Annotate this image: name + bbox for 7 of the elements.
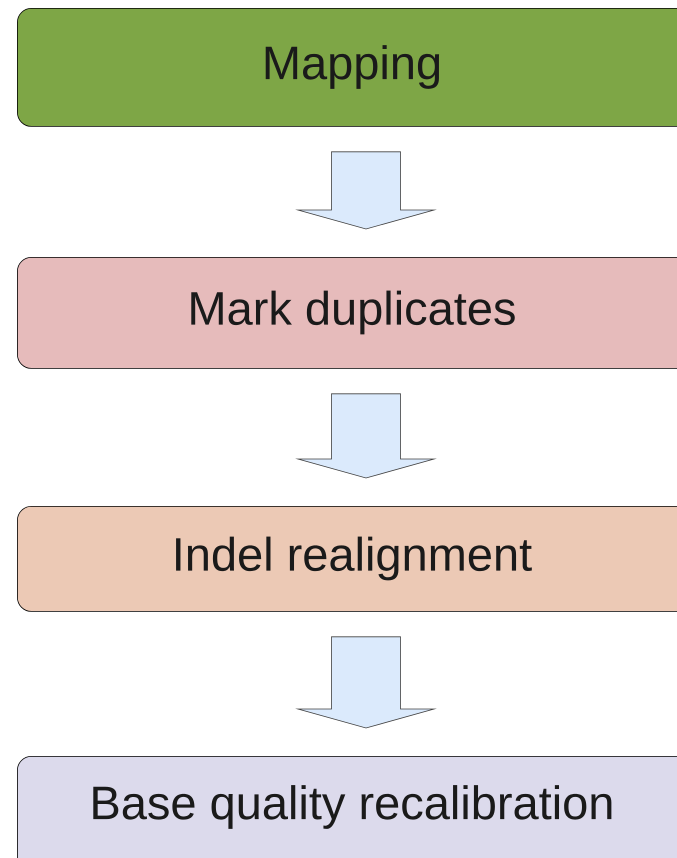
process-box: Base quality recalibration: [17, 756, 677, 858]
process-box: Indel realignment: [17, 506, 677, 612]
block-arrow: [295, 636, 437, 728]
block-arrow: [295, 393, 437, 478]
process-box: Mark duplicates: [17, 257, 677, 369]
process-box: Mapping: [17, 8, 677, 127]
block-arrow: [295, 151, 437, 230]
